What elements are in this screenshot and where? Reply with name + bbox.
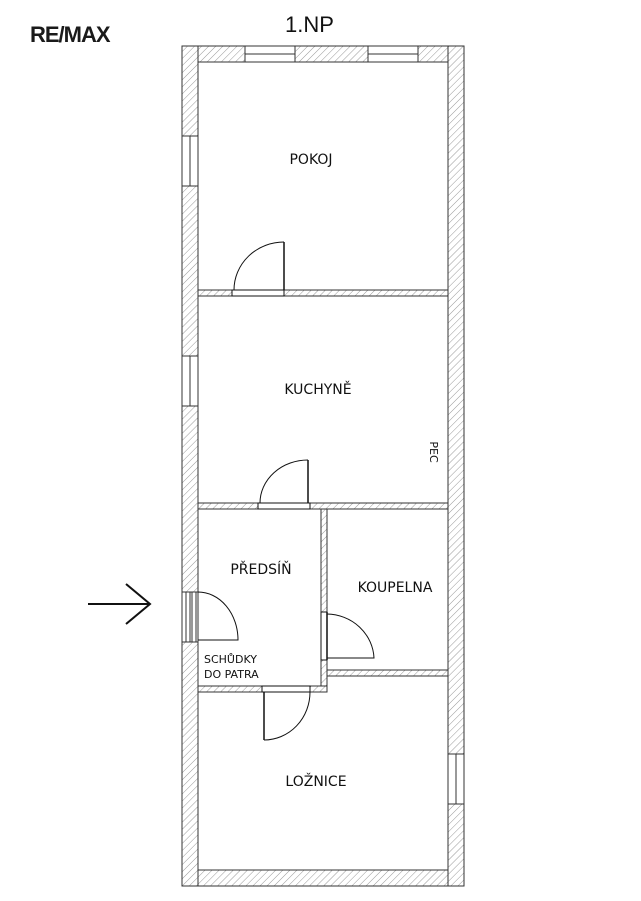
stove-label: PEC <box>427 441 440 463</box>
room-label-kuchyne: KUCHYNĚ <box>284 381 351 398</box>
stairs-label-line2: DO PATRA <box>204 668 259 681</box>
door-koupelna <box>320 611 375 661</box>
door-loznice <box>261 685 311 741</box>
outer-walls <box>181 45 465 887</box>
floor-title: 1.NP <box>285 12 334 37</box>
room-label-predsin: PŘEDSÍŇ <box>230 561 291 578</box>
windows <box>181 45 465 805</box>
room-label-pokoj: POKOJ <box>289 152 332 168</box>
door-pokoj <box>231 241 285 297</box>
room-label-loznice: LOŽNICE <box>285 772 346 790</box>
room-label-koupelna: KOUPELNA <box>358 580 433 596</box>
door-kuchyne <box>257 459 311 510</box>
entrance-arrow-icon <box>88 583 152 625</box>
stairs-label-line1: SCHŮDKY <box>204 653 257 666</box>
entrance-door <box>181 591 239 643</box>
remax-logo: RE/MAX <box>30 22 111 47</box>
